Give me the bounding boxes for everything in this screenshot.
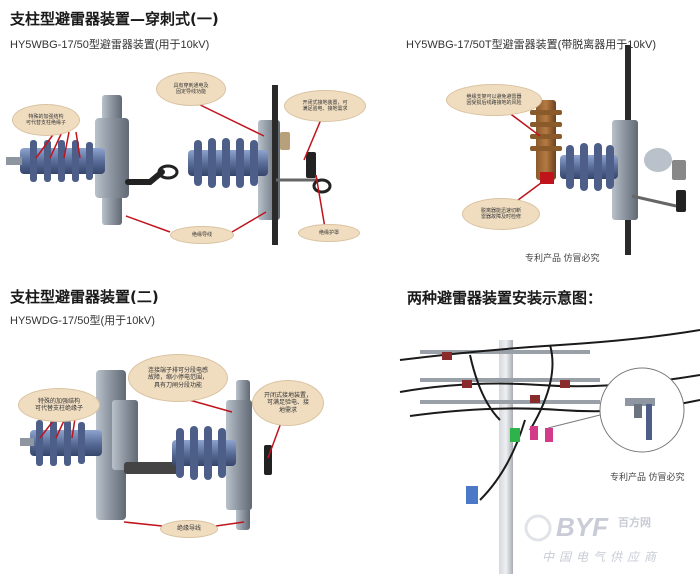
patent-note-1: 专利产品 仿冒必究 (525, 253, 600, 263)
callout-support-structure-2: 特殊的加强结构可代替支柱绝缘子 (18, 388, 100, 422)
watermark-site-name: 百方网 (618, 517, 651, 529)
device-1b (188, 85, 332, 245)
callout-support-structure: 特殊的加强结构可代替支柱绝缘子 (12, 104, 80, 136)
device-3a (20, 370, 180, 520)
patent-note-2: 专利产品 仿冒必究 (610, 472, 685, 482)
callout-insulated-cover: 绝缘护罩 (298, 224, 360, 242)
section1-subtitle: HY5WBG-17/50型避雷器装置(用于10kV) (10, 39, 210, 51)
callout-insulated-wire: 绝缘导线 (170, 226, 234, 244)
section4-title: 两种避雷器装置安装示意图： (407, 289, 603, 307)
watermark-org-name: 中国电气供应商 (542, 550, 662, 564)
callout-piercing: 具有穿刺通电及固定导线功能 (156, 72, 226, 106)
section2-subtitle: HY5WBG-17/50T型避雷器装置(带脱离器用于10kV) (406, 39, 656, 51)
watermark-logo-text: BYF (556, 512, 608, 542)
device-1a (6, 95, 179, 225)
callout-grounding: 开闭式接地装置，可满足验电、接地需求 (284, 90, 366, 122)
callout-grounding-2: 开闭式接地装置，可满足验电、接地需求 (252, 380, 324, 426)
watermark-logo-mark (524, 514, 552, 542)
section3-subtitle: HY5WDG-17/50型(用于10kV) (10, 315, 155, 327)
callout-insulated-wire-2: 绝缘导线 (160, 520, 218, 538)
callout-disconnector: 脱离器能迅速切断雷器故障及时检修 (462, 198, 540, 230)
callout-terminal-block: 连接端子排可分段电感故障，缩小停电范围，具有刀闸分段功能 (128, 354, 228, 402)
section3-title: 支柱型避雷器装置(二) (10, 288, 159, 306)
callout-arrows (35, 99, 546, 527)
callout-insulated-bracket: 绝缘支架可以避免避雷器因受损后线路接地的风险 (446, 84, 542, 116)
device-3b (172, 380, 272, 530)
section1-title: 支柱型避雷器装置—穿刺式(一) (10, 10, 219, 28)
install-diagram (399, 329, 700, 574)
device-2 (530, 45, 686, 255)
